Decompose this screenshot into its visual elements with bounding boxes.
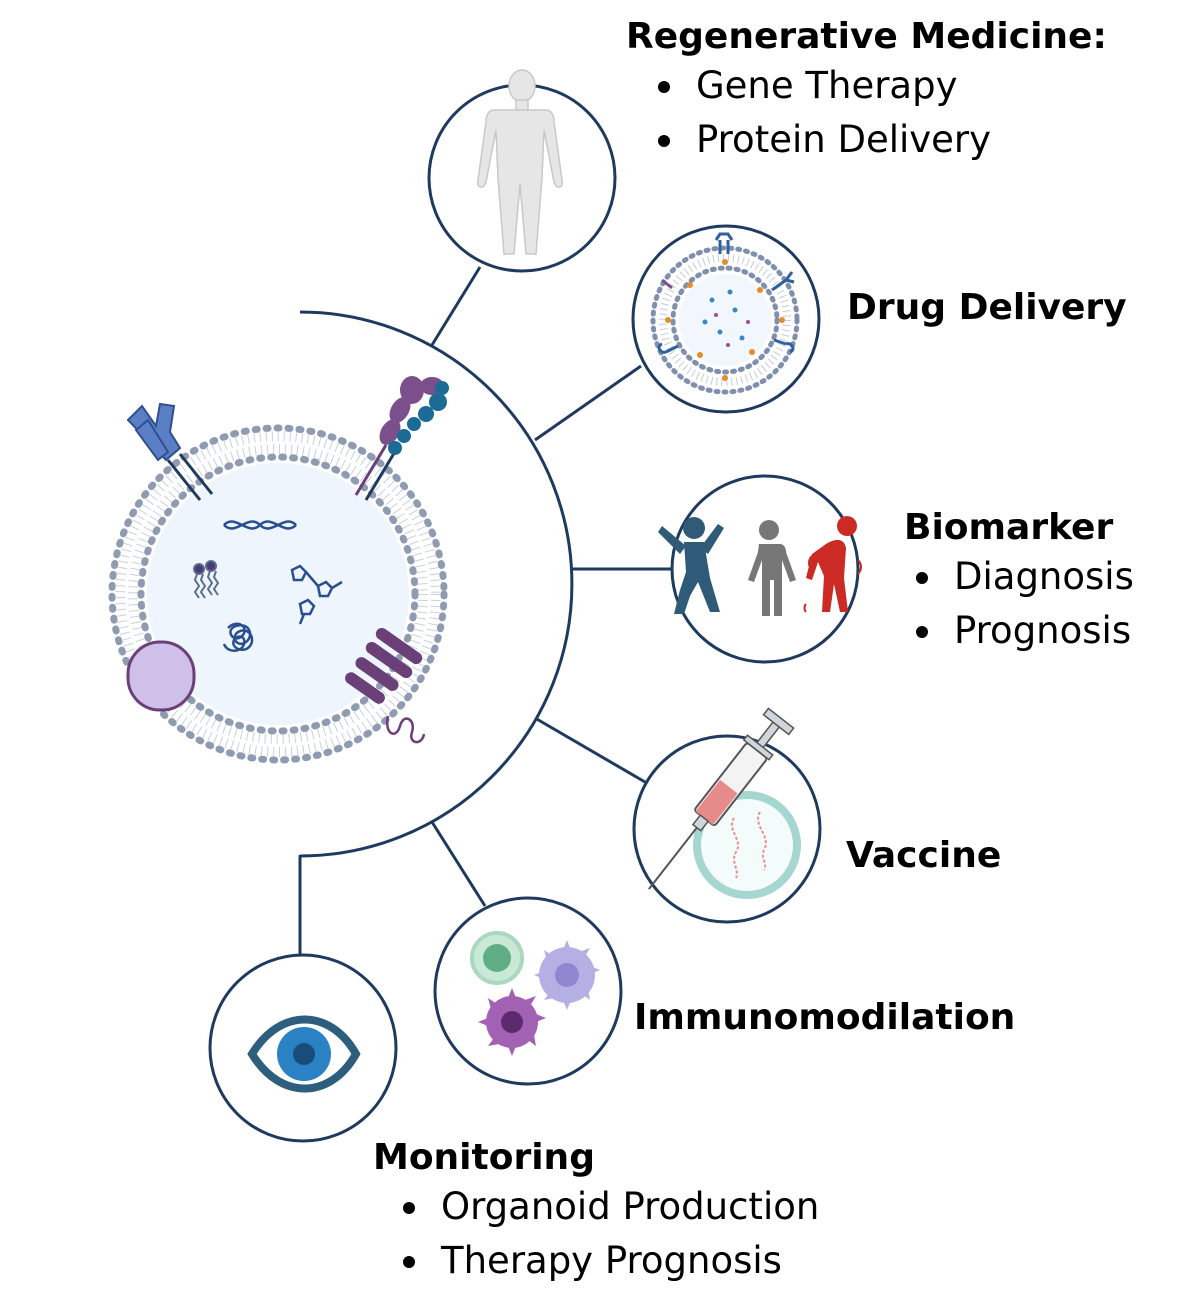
list-item: Prognosis bbox=[904, 604, 1134, 658]
list-item: Protein Delivery bbox=[646, 113, 1107, 167]
satellite-vaccine bbox=[632, 707, 822, 924]
label-drug-delivery: Drug Delivery bbox=[847, 286, 1127, 330]
syringe-icon bbox=[648, 707, 801, 899]
liposome-icon bbox=[650, 232, 800, 395]
monitoring-heading: Monitoring bbox=[373, 1137, 595, 1178]
protein-icon bbox=[222, 622, 254, 652]
satellite-regenerative bbox=[427, 69, 617, 273]
label-vaccine: Vaccine bbox=[846, 834, 1001, 878]
label-regenerative: Regenerative Medicine: Gene Therapy Prot… bbox=[626, 15, 1107, 167]
satellite-monitoring bbox=[208, 953, 398, 1143]
satellite-biomarker bbox=[658, 474, 862, 664]
receptor-icon bbox=[126, 402, 214, 501]
biomarker-list: Diagnosis Prognosis bbox=[904, 550, 1134, 658]
list-item: Therapy Prognosis bbox=[391, 1234, 819, 1288]
people-health-icon bbox=[658, 516, 862, 616]
list-item: Diagnosis bbox=[904, 550, 1134, 604]
satellite-drug-delivery bbox=[631, 224, 821, 414]
immunomodulation-heading: Immunomodilation bbox=[634, 997, 1016, 1038]
label-biomarker: Biomarker Diagnosis Prognosis bbox=[904, 506, 1134, 658]
biomarker-heading: Biomarker bbox=[904, 507, 1114, 548]
regenerative-list: Gene Therapy Protein Delivery bbox=[646, 59, 1107, 167]
list-item: Organoid Production bbox=[391, 1180, 819, 1234]
transmembrane-protein-icon bbox=[345, 627, 426, 744]
immune-cells-icon bbox=[470, 931, 600, 1056]
list-item: Gene Therapy bbox=[646, 59, 1107, 113]
human-body-icon bbox=[476, 69, 564, 255]
label-monitoring: Monitoring Organoid Production Therapy P… bbox=[373, 1136, 819, 1288]
connectors bbox=[298, 266, 671, 955]
satellite-immunomodulation bbox=[433, 896, 623, 1086]
label-immunomodulation: Immunomodilation bbox=[634, 996, 1015, 1040]
vaccine-heading: Vaccine bbox=[846, 835, 1002, 876]
eye-icon bbox=[247, 1015, 361, 1093]
membrane-protein-icon bbox=[126, 640, 196, 712]
extracellular-vesicle-icon bbox=[108, 376, 449, 764]
dna-icon bbox=[223, 520, 297, 530]
metabolite-icon bbox=[290, 564, 343, 625]
drug-delivery-heading: Drug Delivery bbox=[847, 287, 1127, 328]
regenerative-heading: Regenerative Medicine: bbox=[626, 16, 1107, 57]
monitoring-list: Organoid Production Therapy Prognosis bbox=[391, 1180, 819, 1288]
receptor-complex-icon bbox=[354, 376, 449, 501]
lipid-molecule-icon bbox=[193, 560, 220, 599]
